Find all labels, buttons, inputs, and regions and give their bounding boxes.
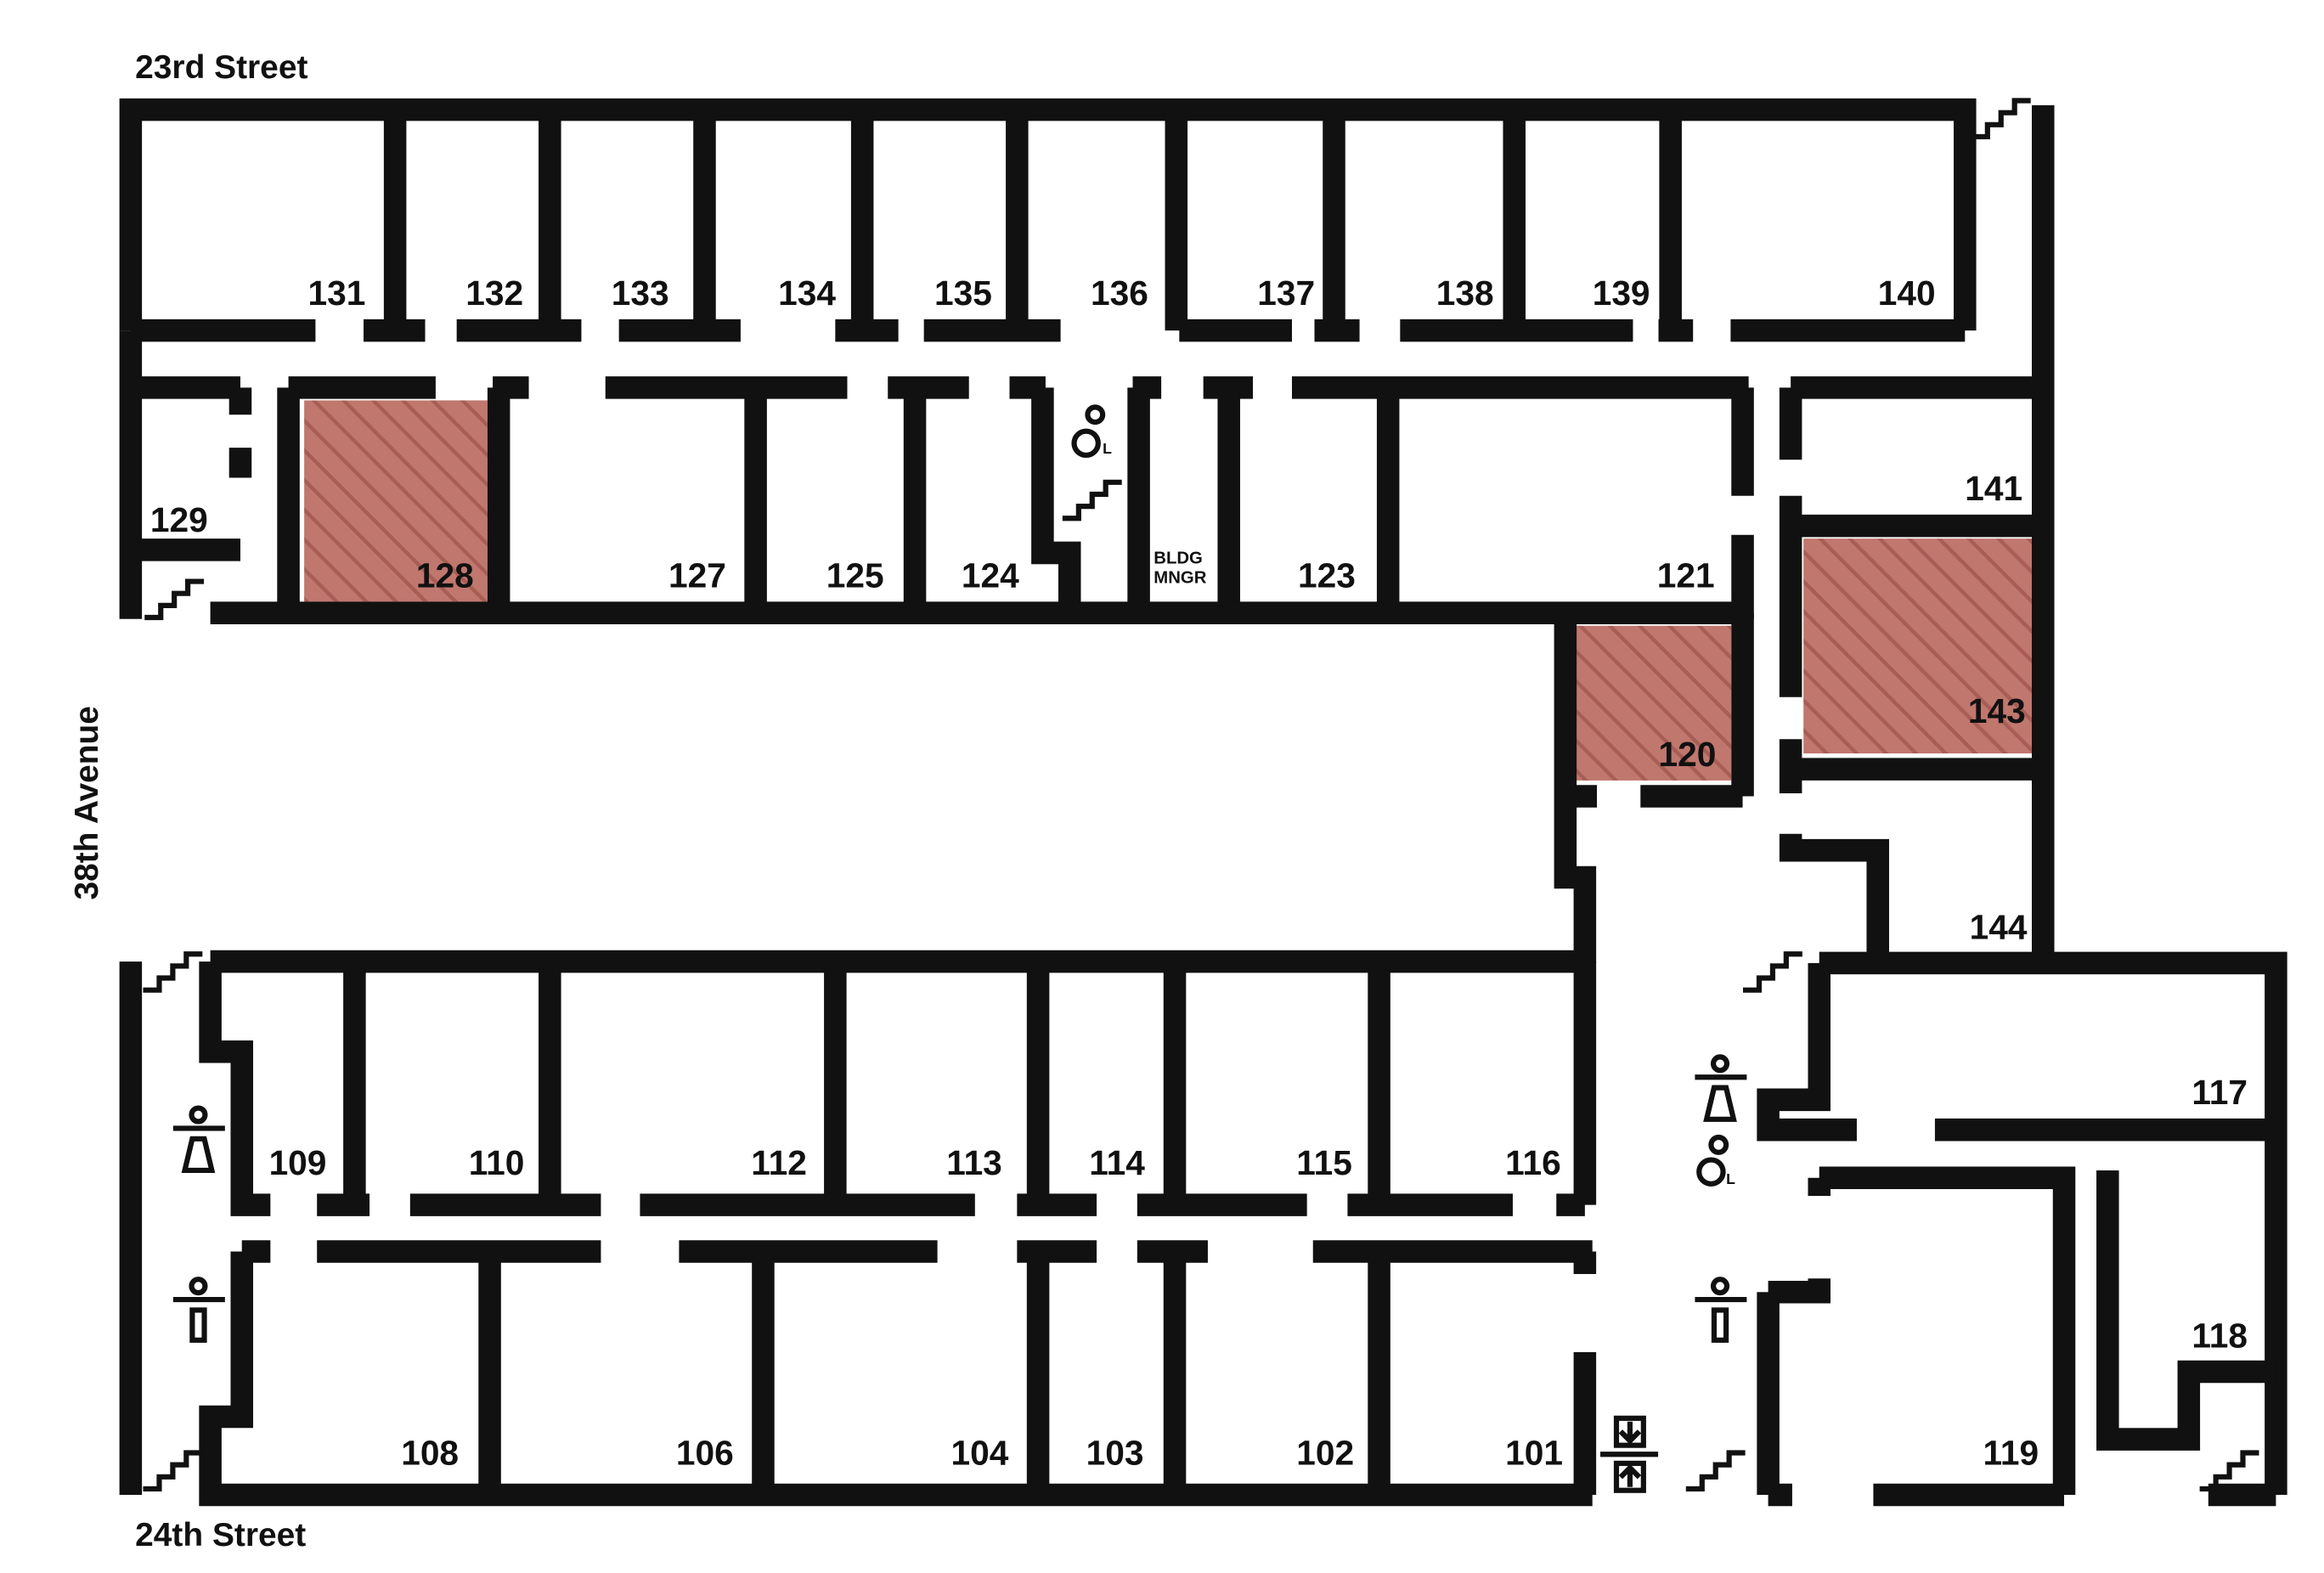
room-128[interactable]: 128 [416, 556, 474, 595]
room-123[interactable]: 123 [1298, 556, 1356, 595]
building-manager-label[interactable]: BLDG MNGR [1154, 549, 1206, 587]
room-120[interactable]: 120 [1659, 735, 1717, 774]
room-144[interactable]: 144 [1970, 908, 2028, 947]
room-104[interactable]: 104 [951, 1434, 1009, 1473]
room-118[interactable]: 118 [2191, 1316, 2248, 1356]
elevator-icon [1599, 1415, 1659, 1493]
room-139[interactable]: 139 [1593, 273, 1650, 313]
room-127[interactable]: 127 [668, 556, 726, 595]
room-114[interactable]: 114 [1089, 1143, 1145, 1182]
room-135[interactable]: 135 [934, 273, 992, 313]
mens-restroom-icon-west [172, 1277, 225, 1343]
room-119[interactable]: 119 [1983, 1434, 2039, 1473]
womens-restroom-icon-west [172, 1105, 225, 1174]
stairs-icon-north-core [1062, 479, 1122, 522]
room-102[interactable]: 102 [1296, 1434, 1354, 1473]
room-109[interactable]: 109 [269, 1143, 327, 1182]
room-103[interactable]: 103 [1086, 1434, 1144, 1473]
room-143[interactable]: 143 [1968, 691, 2026, 730]
stairs-icon-se-corner [2199, 1450, 2259, 1492]
room-133[interactable]: 133 [612, 273, 669, 313]
room-108[interactable]: 108 [401, 1434, 459, 1473]
room-141[interactable]: 141 [1965, 469, 2022, 508]
room-117[interactable]: 117 [2191, 1073, 2248, 1112]
street-label-west: 38th Avenue [69, 706, 105, 899]
street-label-south: 24th Street [135, 1517, 306, 1553]
room-131[interactable]: 131 [308, 273, 366, 313]
bldg-mngr-line1: BLDG [1154, 549, 1203, 567]
room-136[interactable]: 136 [1091, 273, 1148, 313]
room-132[interactable]: 132 [465, 273, 523, 313]
stairs-icon-sw-top [143, 951, 203, 993]
room-138[interactable]: 138 [1436, 273, 1494, 313]
room-121[interactable]: 121 [1657, 556, 1715, 595]
room-112[interactable]: 112 [751, 1143, 807, 1182]
room-140[interactable]: 140 [1878, 273, 1936, 313]
walls [119, 98, 2287, 1507]
room-101[interactable]: 101 [1505, 1434, 1563, 1473]
room-125[interactable]: 125 [826, 556, 884, 595]
room-106[interactable]: 106 [676, 1434, 734, 1473]
highlight-room-128[interactable] [296, 392, 495, 610]
stairs-icon-se-core [1743, 951, 1802, 993]
bldg-mngr-line2: MNGR [1154, 568, 1206, 587]
room-113[interactable]: 113 [946, 1143, 1002, 1182]
room-134[interactable]: 134 [778, 273, 836, 313]
mens-restroom-icon-east [1695, 1277, 1747, 1343]
svg-text:L: L [1726, 1170, 1735, 1187]
stairs-icon-s-core [1685, 1450, 1746, 1492]
room-labels: 131 132 133 134 135 136 137 138 139 140 … [150, 273, 2248, 1473]
highlighted-rooms [296, 392, 2039, 788]
room-116[interactable]: 116 [1505, 1143, 1561, 1182]
svg-text:L: L [1103, 440, 1112, 457]
highlight-room-120[interactable] [1567, 617, 1740, 788]
street-label-north: 23rd Street [135, 49, 307, 86]
stairs-icon-nw [144, 578, 205, 621]
room-129[interactable]: 129 [150, 500, 208, 539]
room-110[interactable]: 110 [469, 1143, 525, 1182]
womens-restroom-icon-east [1695, 1054, 1747, 1122]
room-115[interactable]: 115 [1296, 1143, 1352, 1182]
stairs-icon-ne [1971, 98, 2031, 140]
room-124[interactable]: 124 [962, 556, 1019, 595]
accessible-restroom-icon-east: L [1696, 1134, 1735, 1187]
room-137[interactable]: 137 [1257, 273, 1315, 313]
stairs-icon-sw-bottom [143, 1450, 203, 1492]
accessible-restroom-icon: L [1071, 404, 1112, 459]
